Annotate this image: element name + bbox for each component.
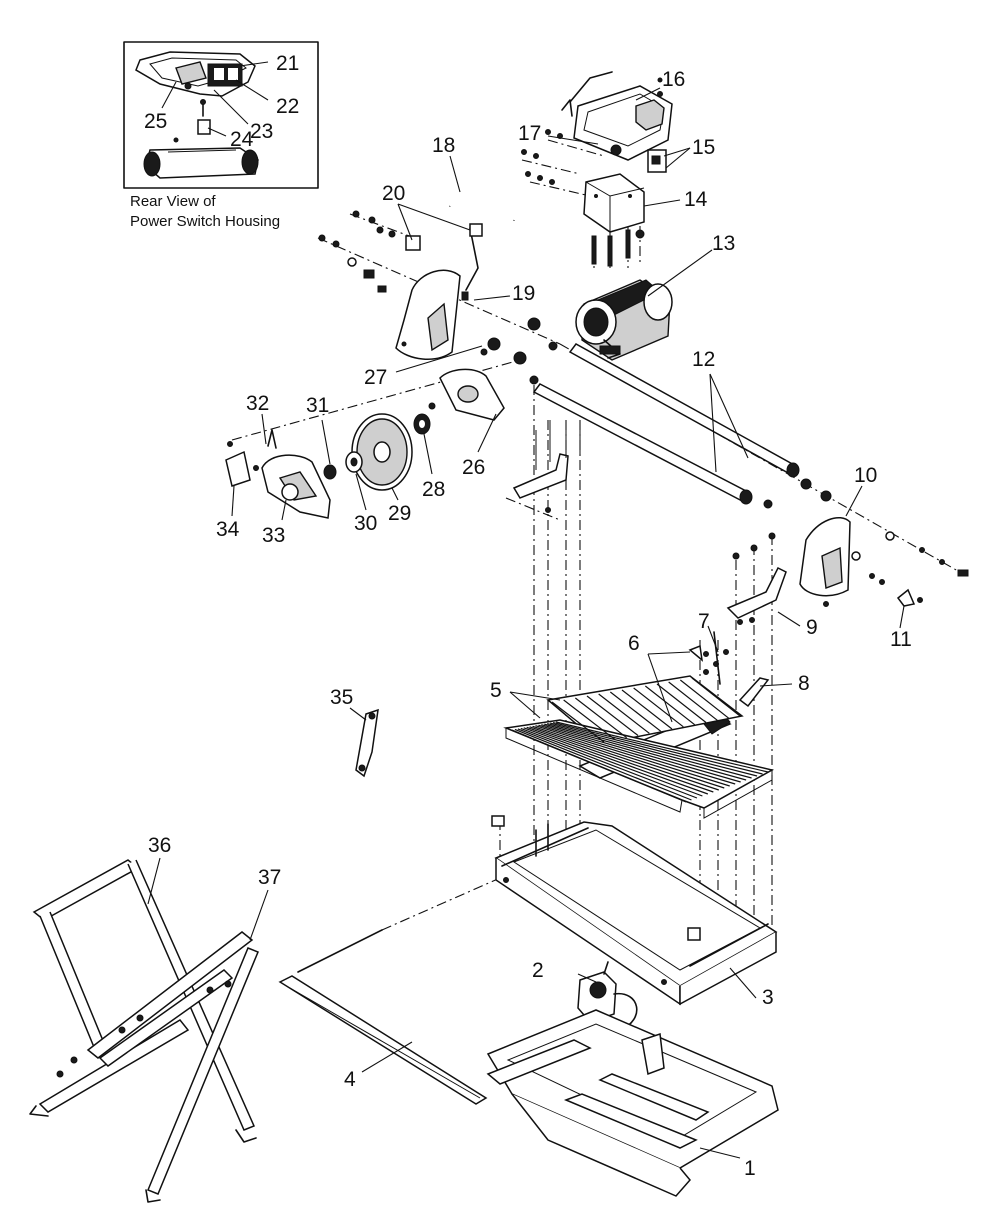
table-slat <box>511 729 687 803</box>
part-label-36: 36 <box>148 834 171 857</box>
part-label-18: 18 <box>432 134 455 157</box>
table-slat <box>586 695 639 736</box>
right-pivot-plate <box>799 517 969 607</box>
rail-mount-bracket <box>512 420 581 513</box>
leader-lines <box>147 87 905 1159</box>
part-label-12: 12 <box>692 348 715 371</box>
part-label-25: 25 <box>144 110 167 133</box>
table-slat <box>547 723 752 779</box>
table-slat <box>544 723 747 781</box>
table-top <box>503 675 775 819</box>
part-label-24: 24 <box>230 128 254 151</box>
part-label-32: 32 <box>246 392 269 415</box>
part-label-29: 29 <box>388 502 411 525</box>
part-label-19: 19 <box>512 282 535 305</box>
part-label-5: 5 <box>490 679 502 702</box>
switch-component <box>647 149 667 173</box>
part-label-9: 9 <box>806 616 818 639</box>
part-label-15: 15 <box>692 136 715 159</box>
part-label-37: 37 <box>258 866 281 889</box>
blade-assembly <box>323 402 436 491</box>
right-rail-bracket <box>726 532 787 625</box>
motor <box>575 279 673 361</box>
part-label-34: 34 <box>216 518 240 541</box>
inset-frame <box>123 41 319 189</box>
table-slat <box>552 721 763 775</box>
table-slat <box>555 721 769 773</box>
side-rail <box>278 929 488 1105</box>
part-label-35: 35 <box>330 686 353 709</box>
part-label-26: 26 <box>462 456 485 479</box>
table-slat <box>621 689 673 730</box>
motor-bracket <box>521 129 645 267</box>
part-label-17: 17 <box>518 122 541 145</box>
folding-stand <box>29 859 259 1203</box>
table-slat <box>644 685 696 726</box>
part-label-8: 8 <box>798 672 810 695</box>
table-slat <box>563 699 616 741</box>
part-label-27: 27 <box>364 366 387 389</box>
inset-panel: Rear View of Power Switch Housing <box>123 41 319 230</box>
table-slat <box>523 727 709 795</box>
table-slat <box>609 691 662 732</box>
table-slat <box>526 726 714 793</box>
part-label-14: 14 <box>684 188 708 211</box>
table-slat <box>679 679 730 719</box>
table-slat <box>529 726 719 791</box>
part-label-6: 6 <box>628 632 640 655</box>
part-label-31: 31 <box>306 394 329 417</box>
switch-housing <box>561 71 673 161</box>
blade-guard <box>225 429 331 519</box>
blade-flange-plate <box>439 368 505 421</box>
table-slat <box>656 683 707 723</box>
inset-caption-line1: Rear View of <box>130 193 216 210</box>
part-label-23: 23 <box>250 120 273 143</box>
part-label-2: 2 <box>532 959 544 982</box>
table-slat <box>549 722 758 777</box>
water-tray <box>486 1009 779 1197</box>
part-label-16: 16 <box>662 68 685 91</box>
table-slat <box>517 728 698 799</box>
part-label-21: 21 <box>276 52 299 75</box>
part-label-3: 3 <box>762 986 774 1009</box>
table-slat <box>691 677 741 717</box>
table-slat <box>520 727 703 797</box>
table-slat <box>535 725 730 787</box>
table-slat <box>541 724 741 783</box>
small-bracket <box>355 708 379 778</box>
part-labels: 1 2 3 4 5 6 7 8 9 10 11 12 13 14 15 16 1… <box>144 52 912 1180</box>
table-slat <box>633 687 684 728</box>
part-label-1: 1 <box>744 1157 756 1180</box>
part-label-10: 10 <box>854 464 877 487</box>
part-label-22: 22 <box>276 95 299 118</box>
table-frame <box>491 815 778 1006</box>
part-label-30: 30 <box>354 512 377 535</box>
part-label-20: 20 <box>382 182 405 205</box>
part-label-13: 13 <box>712 232 735 255</box>
table-slat <box>598 693 650 734</box>
left-pivot-plate <box>318 234 461 360</box>
table-slat <box>551 701 605 743</box>
part-label-4: 4 <box>344 1068 356 1091</box>
part-label-33: 33 <box>262 524 285 547</box>
table-slat <box>668 681 718 721</box>
rails <box>532 343 832 509</box>
shaft-spacers <box>480 317 558 385</box>
inset-caption-line2: Power Switch Housing <box>130 213 280 230</box>
part-label-7: 7 <box>698 610 710 633</box>
part-label-28: 28 <box>422 478 445 501</box>
table-slat <box>532 725 725 789</box>
part-label-11: 11 <box>890 628 912 651</box>
table-slat <box>514 728 692 801</box>
table-slat <box>538 724 736 785</box>
table-slat <box>574 697 628 739</box>
